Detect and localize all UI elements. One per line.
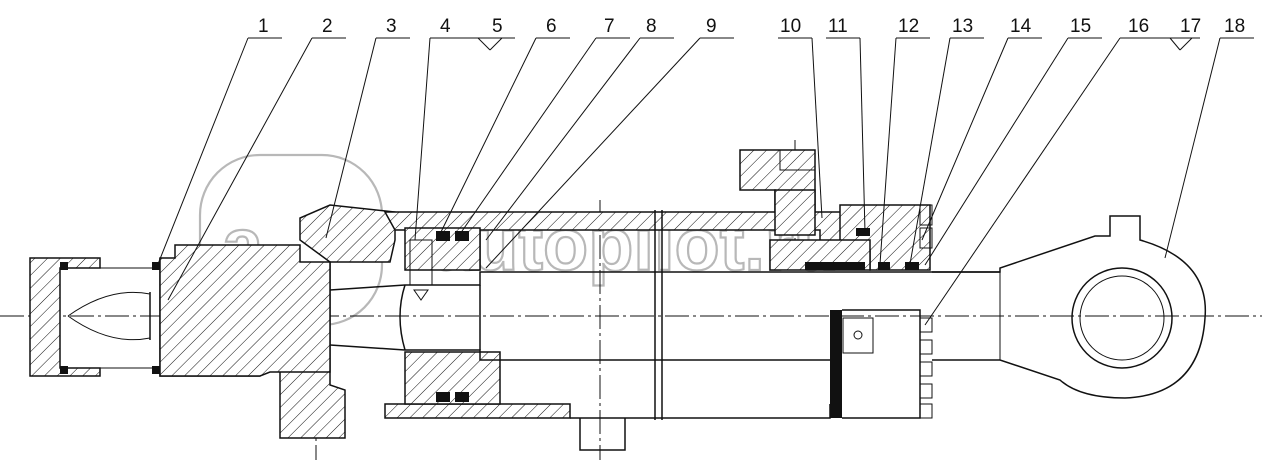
callout-4: 4 xyxy=(440,16,451,37)
callout-leaders xyxy=(157,37,1254,326)
piston-rod xyxy=(329,210,1000,420)
rod-front-end xyxy=(830,309,933,419)
callout-16: 16 xyxy=(1128,16,1149,37)
callout-5: 5 xyxy=(492,16,503,37)
callout-11: 11 xyxy=(828,16,848,37)
callout-3: 3 xyxy=(386,16,397,37)
callout-2: 2 xyxy=(322,16,333,37)
rear-head xyxy=(159,204,396,439)
callout-8: 8 xyxy=(646,16,657,37)
rear-clevis xyxy=(29,257,161,377)
callout-6: 6 xyxy=(546,16,557,37)
callout-1: 1 xyxy=(258,16,269,37)
barrel-port-bottom xyxy=(579,418,626,451)
rod-eye xyxy=(932,215,1207,399)
callout-15: 15 xyxy=(1070,16,1091,37)
callout-13: 13 xyxy=(952,16,973,37)
front-gland xyxy=(769,204,933,271)
barrel-bottom-wall xyxy=(384,403,571,419)
callout-7: 7 xyxy=(604,16,615,37)
callout-14: 14 xyxy=(1010,16,1032,37)
callout-9: 9 xyxy=(706,16,717,37)
callout-10: 10 xyxy=(780,16,801,37)
callout-12: 12 xyxy=(898,16,919,37)
hydraulic-fitting xyxy=(739,149,816,236)
piston xyxy=(404,227,501,405)
callout-numbers: 1 2 3 4 5 6 7 8 9 10 11 12 13 14 15 16 1… xyxy=(258,16,1245,37)
callout-18: 18 xyxy=(1224,16,1245,37)
callout-17: 17 xyxy=(1180,16,1201,37)
barrel-outline-bottom xyxy=(570,404,831,419)
